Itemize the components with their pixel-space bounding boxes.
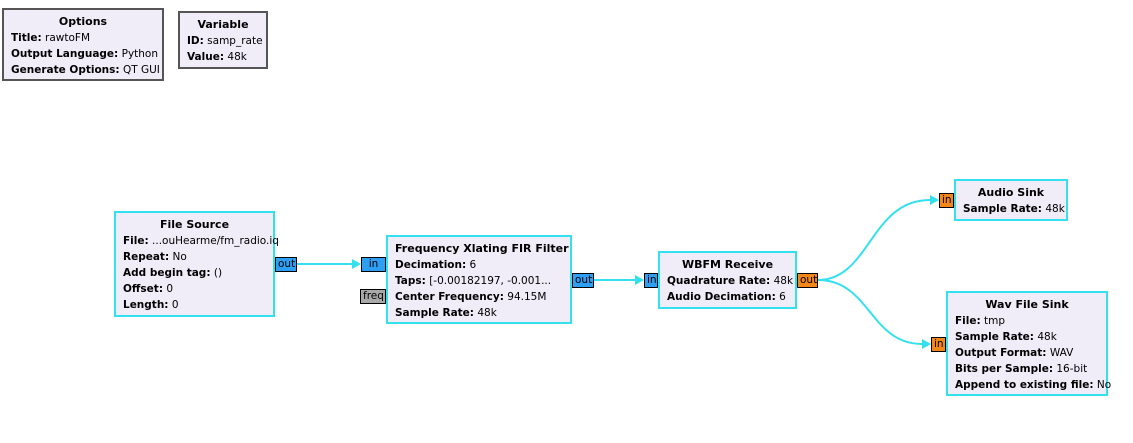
- wav-file-sink-block[interactable]: Wav File Sink File: tmp Sample Rate: 48k…: [946, 291, 1112, 396]
- freq-xlating-out-port[interactable]: out: [572, 273, 594, 288]
- file-source-param-length: Length: 0: [123, 299, 179, 311]
- file-source-block[interactable]: File Source File: ...ouHearme/fm_radio.i…: [114, 211, 279, 317]
- file-source-param-file: File: ...ouHearme/fm_radio.iq: [123, 235, 279, 247]
- freq-xlating-param-taps: Taps: [-0.00182197, -0.001...: [395, 275, 552, 287]
- variable-param-value: Value: 48k: [187, 51, 247, 63]
- wbfm-out-port[interactable]: out: [797, 273, 818, 288]
- variable-block-title: Variable: [197, 18, 249, 31]
- file-source-param-repeat: Repeat: No: [123, 251, 187, 263]
- audio-sink-in-port[interactable]: in: [939, 193, 954, 208]
- options-param-generate-options: Generate Options: QT GUI: [11, 64, 160, 76]
- wav-sink-param-bits-per-sample: Bits per Sample: 16-bit: [955, 363, 1088, 375]
- arrowhead-wav-sink-in: [922, 339, 931, 349]
- audio-sink-param-sample-rate: Sample Rate: 48k: [963, 203, 1065, 215]
- file-source-out-port[interactable]: out: [275, 257, 297, 272]
- file-source-param-offset: Offset: 0: [123, 283, 174, 295]
- arrowhead-audio-sink-in: [930, 195, 939, 205]
- options-block-title: Options: [58, 15, 108, 28]
- wav-sink-in-port[interactable]: in: [931, 337, 946, 352]
- options-param-output-language: Output Language: Python: [11, 48, 159, 60]
- freq-xlating-in-port[interactable]: in: [361, 257, 386, 272]
- wav-sink-param-append: Append to existing file: No: [955, 379, 1112, 391]
- options-block[interactable]: Options Title: rawtoFM Output Language: …: [2, 8, 164, 81]
- options-param-title: Title: rawtoFM: [11, 32, 91, 44]
- freq-xlating-block-title: Frequency Xlating FIR Filter: [395, 242, 569, 255]
- variable-block[interactable]: Variable ID: samp_rate Value: 48k: [178, 11, 268, 69]
- wav-sink-param-sample-rate: Sample Rate: 48k: [955, 331, 1057, 343]
- audio-sink-block[interactable]: Audio Sink Sample Rate: 48k: [954, 179, 1068, 221]
- freq-xlating-param-sample-rate: Sample Rate: 48k: [395, 307, 497, 319]
- variable-param-id: ID: samp_rate: [187, 35, 263, 47]
- wbfm-param-audio-decimation: Audio Decimation: 6: [667, 291, 786, 303]
- file-source-param-add-begin-tag: Add begin tag: (): [123, 267, 223, 279]
- wav-file-sink-block-title: Wav File Sink: [985, 298, 1069, 311]
- freq-xlating-freq-port[interactable]: freq: [360, 289, 386, 304]
- wbfm-receive-block-title: WBFM Receive: [681, 258, 774, 271]
- wire-wbfm-to-audio-sink[interactable]: [817, 199, 931, 281]
- freq-xlating-param-decimation: Decimation: 6: [395, 259, 477, 271]
- file-source-block-title: File Source: [159, 218, 230, 231]
- wbfm-receive-block[interactable]: WBFM Receive Quadrature Rate: 48k Audio …: [658, 251, 797, 309]
- wbfm-in-port[interactable]: in: [644, 273, 658, 288]
- freq-xlating-block[interactable]: Frequency Xlating FIR Filter Decimation:…: [386, 235, 572, 324]
- audio-sink-block-title: Audio Sink: [977, 186, 1045, 199]
- arrowhead-xlating-in: [352, 259, 361, 269]
- wbfm-param-quadrature-rate: Quadrature Rate: 48k: [667, 275, 794, 287]
- wire-wbfm-to-wav-sink[interactable]: [817, 279, 923, 345]
- freq-xlating-param-center-frequency: Center Frequency: 94.15M: [395, 291, 547, 303]
- wav-sink-param-file: File: tmp: [955, 315, 1006, 327]
- wav-sink-param-output-format: Output Format: WAV: [955, 347, 1074, 359]
- arrowhead-wbfm-in: [635, 275, 644, 285]
